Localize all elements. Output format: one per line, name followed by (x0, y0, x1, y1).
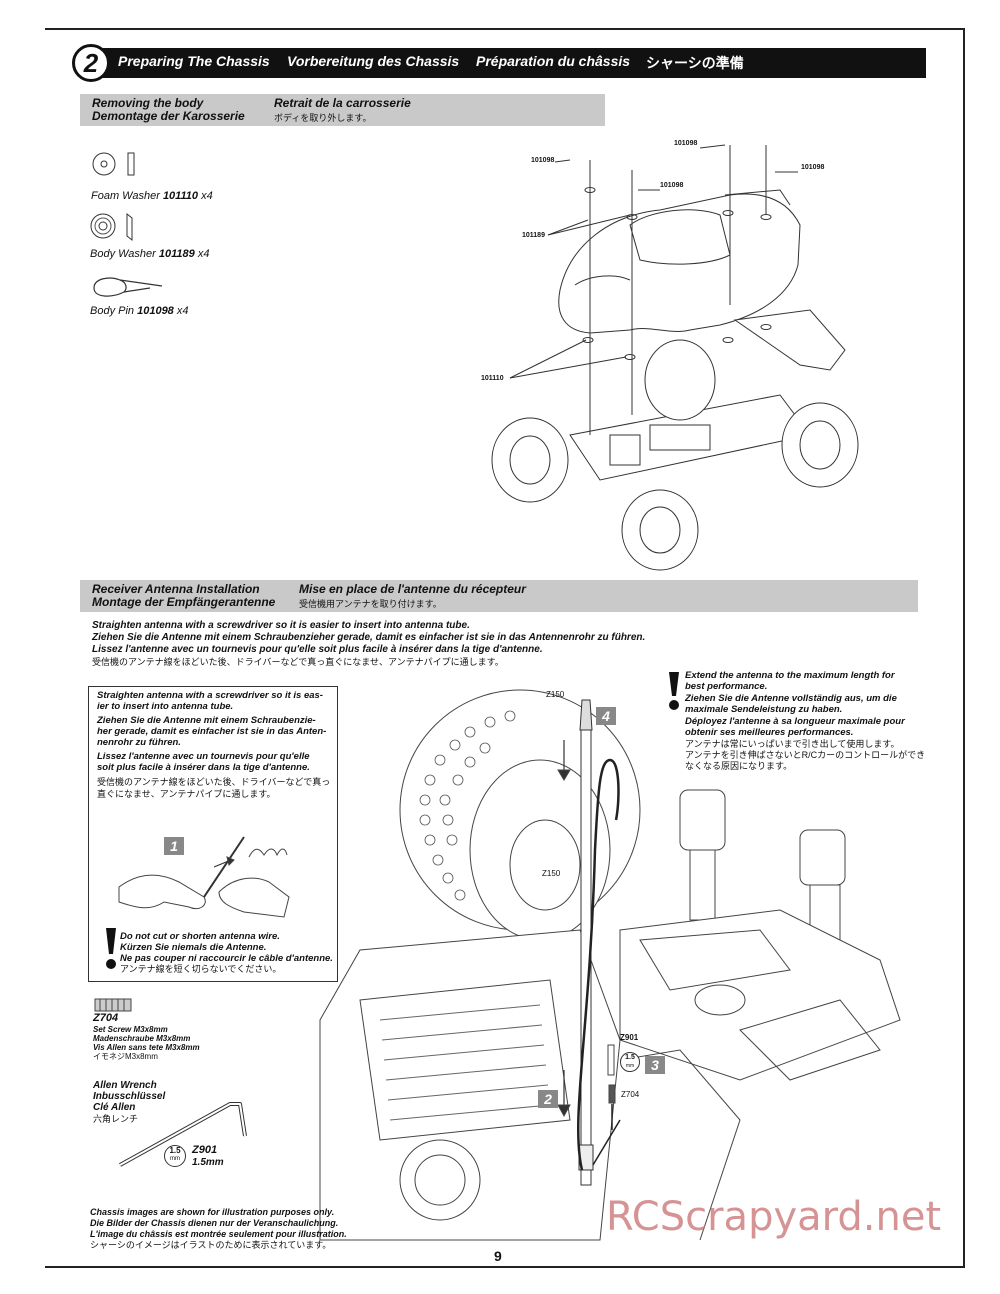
box-de-2: her gerade, damit es einfacher ist sie i… (97, 726, 327, 737)
step-number-badge: 2 (72, 44, 110, 82)
box-ja-1: 受信機のアンテナ線をほどいた後、ドライバーなどで真っ (97, 777, 331, 787)
header-title-fr: Préparation du châssis (476, 53, 631, 69)
step-3-badge: 3 (645, 1056, 665, 1074)
header-title-ja: シャーシの準備 (646, 55, 744, 71)
section2-title-de: Montage der Empfängerantenne (92, 595, 276, 609)
antenna-instruction-box: Straighten antenna with a screwdriver so… (88, 686, 338, 982)
wrench-size-unit: mm (625, 1063, 635, 1069)
label-z150-top: Z150 (546, 690, 565, 699)
instruction-ja: 受信機のアンテナ線をほどいた後、ドライバーなどで真っ直ぐになませ、アンテナパイプ… (92, 657, 504, 667)
instruction-de: Ziehen Sie die Antenne mit einem Schraub… (92, 632, 646, 643)
section1-bar (80, 94, 605, 126)
wrench-name-de: Inbusschlüssel (93, 1091, 166, 1102)
warning-right-ja-1: アンテナは常にいっぱいまで引き出して使用します。 (685, 739, 900, 749)
box-warning-ja: アンテナ線を短く切らないでください。 (120, 964, 282, 974)
section2-title-ja: 受信機用アンテナを取り付けます。 (299, 599, 442, 609)
step-1-badge: 1 (164, 837, 184, 855)
body-removal-diagram (491, 144, 859, 571)
box-de-3: nenrohr zu führen. (97, 737, 181, 748)
box-warning-de: Kürzen Sie niemals die Antenne. (120, 942, 267, 953)
footer-de: Die Bilder der Chassis dienen nur der Ve… (90, 1218, 339, 1228)
label-101098-b: 101098 (660, 182, 684, 189)
part-foam-washer: Foam Washer 101110 x4 (91, 190, 213, 202)
screw-code: Z704 (93, 1012, 119, 1024)
footer-ja: シャーシのイメージはイラストのために表示されています。 (90, 1240, 332, 1250)
section2-title-fr: Mise en place de l'antenne du récepteur (299, 582, 526, 596)
section1-title-de: Demontage der Karosserie (92, 109, 245, 123)
footer-en: Chassis images are shown for illustratio… (90, 1207, 335, 1217)
wrench-name-en: Allen Wrench (93, 1080, 157, 1091)
label-101110: 101110 (481, 375, 504, 382)
screw-name-ja: イモネジM3x8mm (93, 1052, 158, 1061)
step-2-badge: 2 (538, 1090, 558, 1108)
screw-name-de: Madenschraube M3x8mm (93, 1034, 191, 1043)
box-en-1: Straighten antenna with a screwdriver so… (97, 690, 323, 701)
wrench-size-badge: 1.5 mm (164, 1145, 186, 1167)
body-washer-icon (90, 212, 133, 242)
warning-right-en-1: Extend the antenna to the maximum length… (685, 670, 895, 681)
body-pin-icon (93, 277, 163, 297)
page-number: 9 (494, 1248, 502, 1264)
header-title-en: Preparing The Chassis (118, 53, 270, 69)
antenna-installation-diagram (319, 689, 901, 1241)
box-warning-fr: Ne pas couper ni raccourcir le câble d'a… (120, 953, 333, 964)
step-header-bar (80, 48, 926, 78)
part-body-washer: Body Washer 101189 x4 (90, 248, 210, 260)
wrench-badge-unit: mm (170, 1156, 180, 1162)
page-frame (45, 28, 965, 1268)
label-101098-c: 101098 (674, 140, 698, 147)
label-101189: 101189 (522, 232, 545, 239)
page-bottom-rule (45, 1266, 965, 1268)
wrench-name-ja: 六角レンチ (93, 1114, 139, 1124)
box-ja-2: 直ぐになませ、アンテナパイプに通します。 (97, 789, 276, 799)
section1-title-fr: Retrait de la carrosserie (274, 96, 411, 110)
section2-title-en: Receiver Antenna Installation (92, 582, 260, 596)
box-warning-en: Do not cut or shorten antenna wire. (120, 931, 280, 942)
warning-right-en-2: best performance. (685, 681, 768, 692)
label-z704-diagram: Z704 (621, 1090, 640, 1099)
part-body-pin: Body Pin 101098 x4 (90, 305, 189, 317)
label-101098-d: 101098 (801, 164, 825, 171)
warning-right-de-1: Ziehen Sie die Antenne vollständig aus, … (685, 693, 897, 704)
hands-screwdriver-illustration (118, 836, 290, 918)
label-z150-mid: Z150 (542, 869, 561, 878)
wrench-badge-value: 1.5 (169, 1146, 181, 1155)
box-de-1: Ziehen Sie die Antenne mit einem Schraub… (97, 715, 316, 726)
section2-bar (80, 580, 918, 612)
box-en-2: ier to insert into antenna tube. (97, 701, 234, 712)
instruction-fr: Lissez l'antenne avec un tournevis pour … (92, 644, 543, 655)
screw-name-en: Set Screw M3x8mm (93, 1025, 168, 1034)
wrench-size: 1.5mm (192, 1157, 224, 1168)
instruction-en: Straighten antenna with a screwdriver so… (92, 620, 470, 631)
footer-fr: L'image du châssis est montrée seulement… (90, 1229, 347, 1239)
section1-title-ja: ボディを取り外します。 (274, 113, 372, 123)
warning-right-de-2: maximale Sendeleistung zu haben. (685, 704, 843, 715)
set-screw-icon (94, 998, 132, 1012)
box-fr-1: Lissez l'antenne avec un tournevis pour … (97, 751, 310, 762)
wrench-size-value: 1.5 (625, 1054, 635, 1061)
label-z901-diagram: Z901 (620, 1033, 639, 1042)
warning-right-ja-2: アンテナを引き伸ばさないとR/Cカーのコントロールができ (685, 750, 926, 760)
box-fr-2: soit plus facile à insérer dans la tige … (97, 762, 310, 773)
warning-right-ja-3: なくなる原因になります。 (685, 761, 793, 771)
foam-washer-icon (92, 152, 135, 176)
header-title-de: Vorbereitung des Chassis (287, 53, 460, 69)
box-warning-exclamation-icon (106, 928, 116, 969)
wrench-size-badge-diagram: 1.5 mm (620, 1052, 640, 1072)
warning-right-fr-2: obtenir ses meilleures performances. (685, 727, 854, 738)
label-101098-a: 101098 (531, 157, 555, 164)
warning-right-fr-1: Déployez l'antenne à sa longueur maximal… (685, 716, 905, 727)
wrench-code: Z901 (192, 1144, 218, 1156)
watermark: RCScrapyard.net (606, 1194, 942, 1240)
wrench-name-fr: Clé Allen (93, 1102, 136, 1113)
section1-title-en: Removing the body (92, 96, 204, 110)
screw-name-fr: Vis Allen sans tete M3x8mm (93, 1043, 200, 1052)
warning-exclamation-icon (669, 672, 679, 710)
allen-wrench-icon (119, 1102, 247, 1167)
step-4-badge: 4 (596, 707, 616, 725)
